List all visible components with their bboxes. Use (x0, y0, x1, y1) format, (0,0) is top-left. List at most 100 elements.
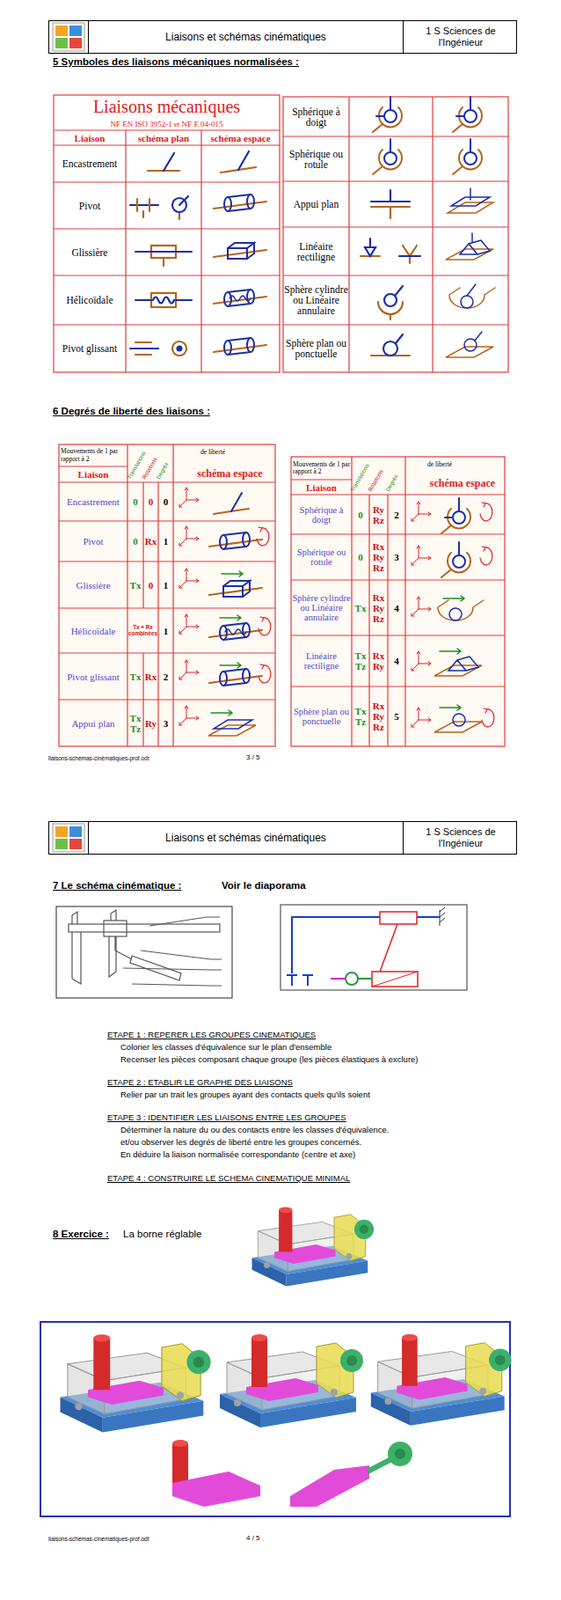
dof-symbols (209, 580, 263, 597)
artwork (252, 1205, 375, 1285)
label-holder: et/ou observer les degrés de liberté ent… (120, 1136, 534, 1146)
joint-name: Pivot glissant (62, 342, 117, 354)
table-cell: Mouvements de 1 par rapport à 2 (292, 460, 352, 476)
joint-name: Sphérique ou rotule (283, 148, 350, 170)
logo (55, 25, 68, 37)
label-holder: schéma espace (184, 465, 276, 481)
joint-name: Pivot (82, 535, 103, 547)
joint-name: Sphère cylindre ou Linéaire annulaire (291, 592, 352, 622)
table-grid (283, 96, 509, 372)
label-holder: de liberté (413, 459, 467, 468)
table-value: 1 (163, 579, 169, 591)
label-holder: Liaison (291, 479, 352, 495)
table-grid (53, 130, 280, 372)
joint-symbols (130, 341, 187, 356)
label-holder: Tx (351, 579, 370, 635)
logo (52, 823, 85, 852)
dof-symbols (209, 622, 263, 640)
logo (69, 825, 82, 837)
joint-symbols (394, 285, 403, 296)
dof-symbols (208, 724, 256, 736)
table-value: Rx Ry Rz (369, 699, 388, 732)
part-render (172, 1470, 261, 1506)
dof-symbols (439, 648, 461, 654)
joint-symbols (135, 297, 192, 304)
table-grid (58, 444, 276, 746)
joint-symbols (130, 96, 496, 357)
kinematic-schema (345, 971, 358, 984)
label-holder: Sphère cylindre ou Linéaire annulaire (283, 275, 350, 325)
logo (55, 837, 68, 849)
label-holder: Ry Rz (369, 494, 388, 534)
label-holder: Voir le diaporama (221, 879, 363, 890)
label-holder: Tx Tz (351, 634, 370, 686)
label-holder: 5 Symboles des liaisons mécaniques norma… (52, 56, 423, 67)
section-heading: 6 Degrés de liberté des liaisons : (52, 405, 211, 416)
joint-symbols (466, 284, 476, 296)
table-heading: Liaison (74, 132, 106, 144)
section-heading: La borne réglable (123, 1227, 203, 1239)
label-holder: Liaison (58, 466, 128, 482)
page-footer: liaisons-schémas-cinématiques-prof.odt (48, 754, 150, 761)
joint-name: Hélicoïdale (71, 625, 117, 636)
dof-symbols (225, 628, 247, 634)
kinematic-schema (330, 976, 346, 979)
kinematic-schema (371, 970, 418, 986)
joint-symbols (452, 96, 482, 132)
label-holder: Tx Tz (351, 685, 370, 746)
kinematic-schema (280, 903, 467, 990)
dof-symbols (209, 668, 263, 685)
label-holder: Rx (143, 652, 159, 700)
label-holder: Ry (143, 699, 159, 746)
joint-symbols (378, 285, 403, 320)
label-holder: 1 (158, 520, 174, 561)
label-holder: Sphère cylindre ou Linéaire annulaire (291, 579, 352, 635)
label-holder: Sphère plan ou ponctuelle (283, 324, 350, 372)
caliper-drawing (68, 909, 222, 985)
joint-symbols (163, 153, 175, 171)
caliper-drawing (103, 919, 127, 936)
label-holder: 3 (387, 533, 406, 580)
joint-symbols (162, 257, 165, 266)
page-footer: 3 / 5 (246, 752, 261, 761)
table-value: Tx (355, 602, 367, 613)
joint-symbols (130, 347, 159, 350)
dof-symbols (480, 502, 493, 521)
joint-symbols (474, 331, 482, 341)
table-heading: schéma plan (138, 132, 190, 144)
label-holder: En déduire la liaison normalisée corresp… (120, 1148, 534, 1159)
label-holder: 0 (127, 520, 144, 561)
joint-symbols (220, 151, 256, 173)
dof-symbols (208, 719, 256, 736)
kinematic-schema (291, 916, 440, 973)
caliper-drawing (123, 916, 222, 985)
joint-symbols (460, 295, 474, 308)
part-render (290, 1440, 413, 1506)
joint-name: Pivot (79, 200, 101, 212)
joint-name: Linéaire rectiligne (291, 650, 352, 671)
section-heading: 7 Le schéma cinématique : (52, 879, 182, 890)
dof-symbols (444, 516, 452, 518)
joint-symbols (364, 238, 421, 256)
label-holder: de liberté (186, 446, 240, 456)
table-title: NF EN ISO 3952-1 et NF E 04-015 (109, 119, 223, 129)
joint-symbols (395, 334, 403, 343)
exercise-frame (60, 1333, 212, 1431)
dof-symbols (411, 501, 431, 521)
kinematic-schema (280, 903, 467, 990)
table-heading: schéma espace (429, 476, 496, 490)
label-holder: 0 (127, 481, 144, 521)
table-value: 3 (163, 717, 169, 729)
joint-name: Glissière (72, 247, 109, 258)
label-holder: Liaison (53, 130, 126, 146)
dof-symbols (452, 713, 466, 726)
logo (69, 25, 82, 37)
dof-symbols (213, 719, 253, 729)
label-holder: Pivot (53, 182, 126, 229)
table-grid (283, 96, 509, 372)
dof-symbols (481, 707, 495, 727)
label-holder: ETAPE 1 : REPERER LES GROUPES CINEMATIQU… (107, 1028, 512, 1039)
dof-symbols (179, 568, 199, 588)
label-holder: 0 (351, 533, 370, 580)
